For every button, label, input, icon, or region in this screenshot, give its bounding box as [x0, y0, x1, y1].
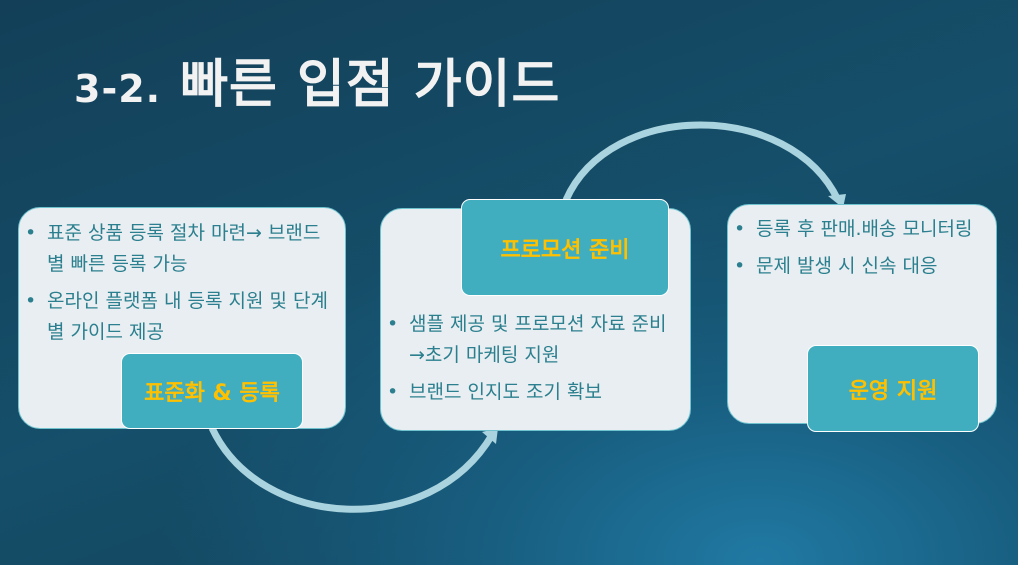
step-label-standardize: 표준화 & 등록 [121, 353, 303, 429]
step-label-promotion: 프로모션 준비 [461, 199, 669, 296]
arrow-step2-to-step3 [562, 121, 842, 202]
bullet-item: 문제 발생 시 신속 대응 [728, 251, 988, 282]
title-number: 3-2. [74, 67, 162, 111]
bullet-item: 온라인 플랫폼 내 등록 지원 및 단계별 가이드 제공 [19, 286, 335, 348]
step-label-operation: 운영 지원 [807, 345, 979, 432]
bullet-item: 샘플 제공 및 프로모션 자료 준비→초기 마케팅 지원 [381, 309, 680, 371]
bullet-item: 등록 후 판매.배송 모니터링 [728, 214, 988, 245]
bullet-item: 표준 상품 등록 절차 마련→ 브랜드별 빠른 등록 가능 [19, 218, 335, 280]
bullet-item: 브랜드 인지도 조기 확보 [381, 377, 680, 408]
step-card-operation: 등록 후 판매.배송 모니터링 문제 발생 시 신속 대응 [727, 204, 997, 424]
slide-title: 3-2. 빠른 입점 가이드 [74, 42, 560, 117]
arrowhead-step2 [482, 428, 498, 444]
title-text: 빠른 입점 가이드 [180, 55, 561, 115]
arrow-step1-to-step2 [208, 426, 496, 513]
